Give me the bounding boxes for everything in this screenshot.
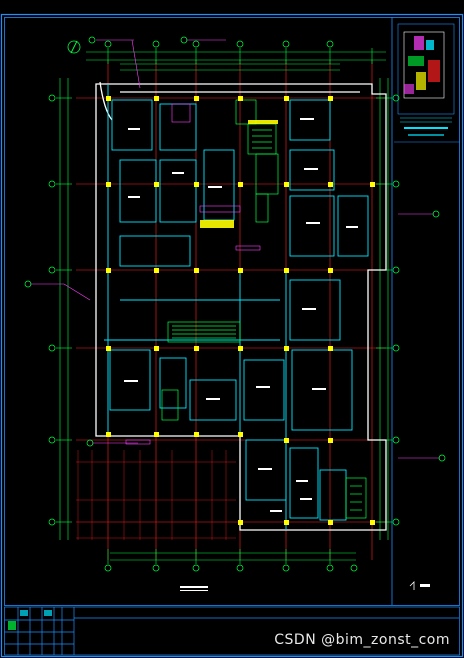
title-block (4, 606, 460, 656)
interior-partitions (104, 84, 369, 530)
key-plan (394, 23, 460, 143)
watermark-text: CSDN @bim_zonst_com (274, 632, 450, 648)
north-arrow (67, 40, 81, 54)
annotations (30, 39, 440, 459)
stair-cores (161, 99, 367, 519)
dimension-ticks (56, 48, 392, 564)
axis-grid (76, 60, 386, 560)
sheet-inner-border (4, 17, 460, 606)
room-tags (124, 118, 358, 591)
plaza-area (76, 450, 236, 540)
annotation-markers (24, 36, 446, 462)
scale-mark (409, 581, 430, 590)
sheet-outer-border (0, 13, 464, 658)
structural-columns (106, 96, 375, 525)
building-walls (95, 81, 387, 531)
axis-bubbles (48, 40, 400, 572)
dimension-lines (59, 51, 389, 561)
